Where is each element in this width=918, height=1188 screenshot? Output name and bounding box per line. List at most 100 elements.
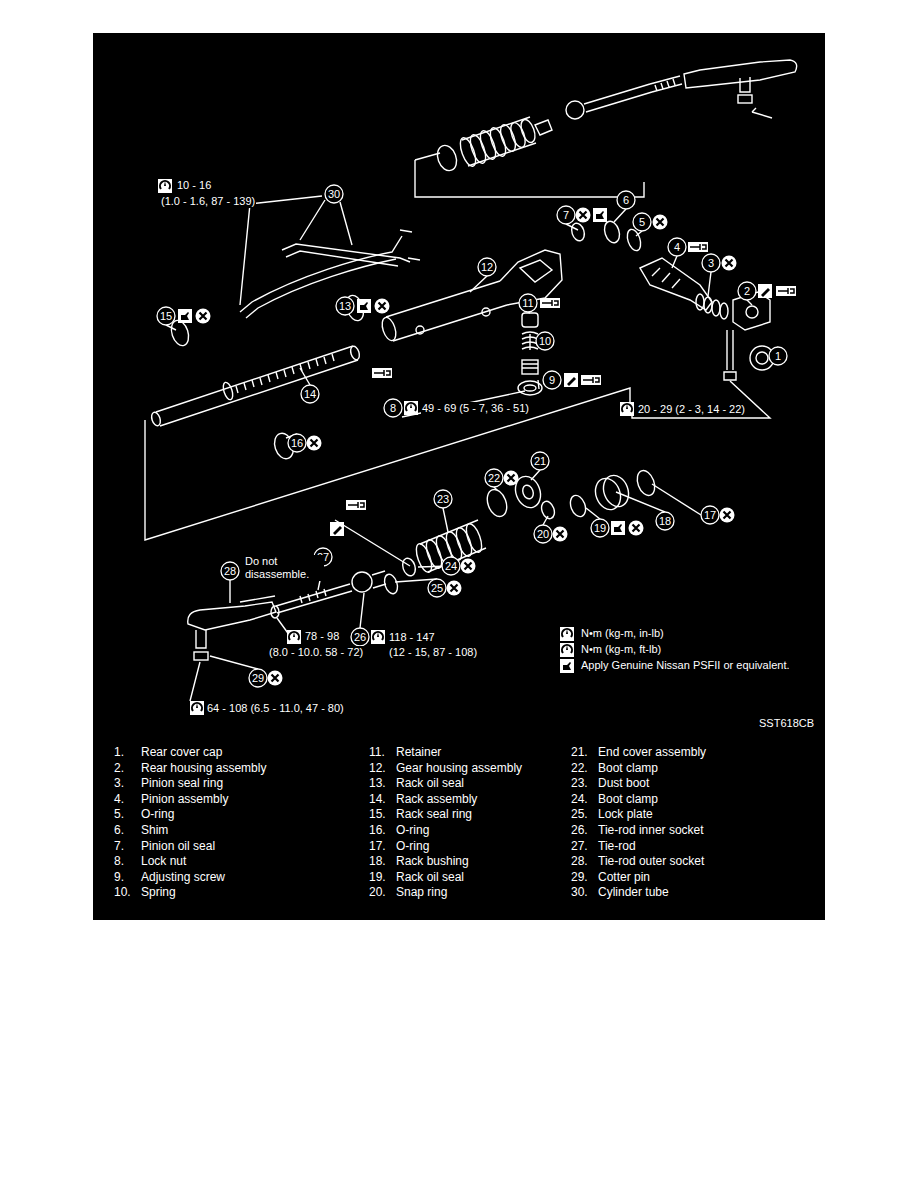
torque-spec: (8.0 - 10.0. 58 - 72) xyxy=(268,646,364,659)
part-name: Rear housing assembly xyxy=(140,761,267,775)
part-number: 7. xyxy=(113,839,125,853)
part-name: Rack seal ring xyxy=(395,807,473,821)
part-name: O-ring xyxy=(140,807,175,821)
callout-number: 28 xyxy=(224,565,236,578)
part-number: 30. xyxy=(570,885,589,899)
part-name: Retainer xyxy=(395,745,442,759)
torque-spec: 64 - 108 (6.5 - 11.0, 47 - 80) xyxy=(206,702,345,715)
part-number: 1. xyxy=(113,745,125,759)
part-name: Cylinder tube xyxy=(597,885,670,899)
part-number: 23. xyxy=(570,776,589,790)
callout-number: 8 xyxy=(390,402,396,415)
callout-number: 18 xyxy=(659,515,671,528)
torque-spec: 78 - 98 xyxy=(304,630,340,643)
callout-number: 6 xyxy=(623,194,629,207)
part-name: Lock plate xyxy=(597,807,654,821)
callout-number: 26 xyxy=(354,631,366,644)
callout-number: 22 xyxy=(488,472,500,485)
part-number: 14. xyxy=(368,792,387,806)
callout-number: 9 xyxy=(549,374,555,387)
callout-number: 24 xyxy=(445,560,457,573)
callout-number: 21 xyxy=(534,455,546,468)
part-name: Rack oil seal xyxy=(395,870,465,884)
part-number: 12. xyxy=(368,761,387,775)
part-number: 8. xyxy=(113,854,125,868)
part-name: Dust boot xyxy=(597,776,650,790)
note: Do not disassemble. xyxy=(244,555,324,581)
part-number: 16. xyxy=(368,823,387,837)
part-number: 25. xyxy=(570,807,589,821)
part-number: 13. xyxy=(368,776,387,790)
part-number: 26. xyxy=(570,823,589,837)
part-number: 18. xyxy=(368,854,387,868)
part-name: Rack assembly xyxy=(395,792,478,806)
callout-number: 30 xyxy=(328,188,340,201)
part-number: 21. xyxy=(570,745,589,759)
part-number: 17. xyxy=(368,839,387,853)
legend-text: N•m (kg-m, ft-lb) xyxy=(580,643,662,656)
part-name: Tie-rod inner socket xyxy=(597,823,705,837)
part-number: 10. xyxy=(113,885,132,899)
part-number: 20. xyxy=(368,885,387,899)
part-number: 27. xyxy=(570,839,589,853)
callout-number: 3 xyxy=(708,257,714,270)
part-name: Tie-rod xyxy=(597,839,637,853)
callout-number: 16 xyxy=(291,437,303,450)
callout-number: 4 xyxy=(674,241,680,254)
part-number: 11. xyxy=(368,745,386,759)
part-name: Snap ring xyxy=(395,885,448,899)
part-number: 19. xyxy=(368,870,387,884)
part-name: End cover assembly xyxy=(597,745,707,759)
callout-number: 10 xyxy=(539,335,551,348)
callout-number: 14 xyxy=(304,388,316,401)
part-name: O-ring xyxy=(395,839,430,853)
part-number: 4. xyxy=(113,792,125,806)
part-name: Gear housing assembly xyxy=(395,761,523,775)
part-number: 5. xyxy=(113,807,125,821)
callout-number: 1 xyxy=(775,350,781,363)
part-number: 28. xyxy=(570,854,589,868)
part-name: Pinion oil seal xyxy=(140,839,216,853)
callout-number: 13 xyxy=(339,300,351,313)
figure-code: SST618CB xyxy=(758,717,815,730)
part-name: Rack bushing xyxy=(395,854,470,868)
callout-number: 25 xyxy=(431,582,443,595)
callout-number: 2 xyxy=(744,285,750,298)
part-name: Lock nut xyxy=(140,854,187,868)
part-name: Boot clamp xyxy=(597,761,659,775)
part-name: Rack oil seal xyxy=(395,776,465,790)
callout-number: 20 xyxy=(537,528,549,541)
part-number: 6. xyxy=(113,823,125,837)
callout-number: 29 xyxy=(252,672,264,685)
callout-number: 17 xyxy=(704,509,716,522)
callout-number: 15 xyxy=(160,310,172,323)
part-name: Cotter pin xyxy=(597,870,651,884)
part-number: 2. xyxy=(113,761,125,775)
part-name: Boot clamp xyxy=(597,792,659,806)
torque-spec: 10 - 16 xyxy=(176,179,212,192)
part-name: Shim xyxy=(140,823,169,837)
callout-number: 23 xyxy=(437,493,449,506)
callout-number: 11 xyxy=(522,297,533,310)
callout-number: 19 xyxy=(594,522,606,535)
part-number: 15. xyxy=(368,807,387,821)
callout-number: 5 xyxy=(639,216,645,229)
part-name: Rear cover cap xyxy=(140,745,223,759)
part-name: Pinion seal ring xyxy=(140,776,224,790)
part-name: Spring xyxy=(140,885,177,899)
part-number: 24. xyxy=(570,792,589,806)
torque-spec: 49 - 69 (5 - 7, 36 - 51) xyxy=(421,402,530,415)
torque-spec: 20 - 29 (2 - 3, 14 - 22) xyxy=(637,403,746,416)
legend-text: Apply Genuine Nissan PSFII or equivalent… xyxy=(580,659,791,672)
callout-number: 7 xyxy=(563,209,569,222)
torque-spec: (1.0 - 1.6, 87 - 139) xyxy=(160,195,256,208)
part-name: O-ring xyxy=(395,823,430,837)
part-name: Adjusting screw xyxy=(140,870,226,884)
part-number: 3. xyxy=(113,776,125,790)
part-number: 9. xyxy=(113,870,125,884)
part-number: 29. xyxy=(570,870,589,884)
part-name: Tie-rod outer socket xyxy=(597,854,705,868)
callout-number: 12 xyxy=(481,261,493,274)
part-name: Pinion assembly xyxy=(140,792,229,806)
